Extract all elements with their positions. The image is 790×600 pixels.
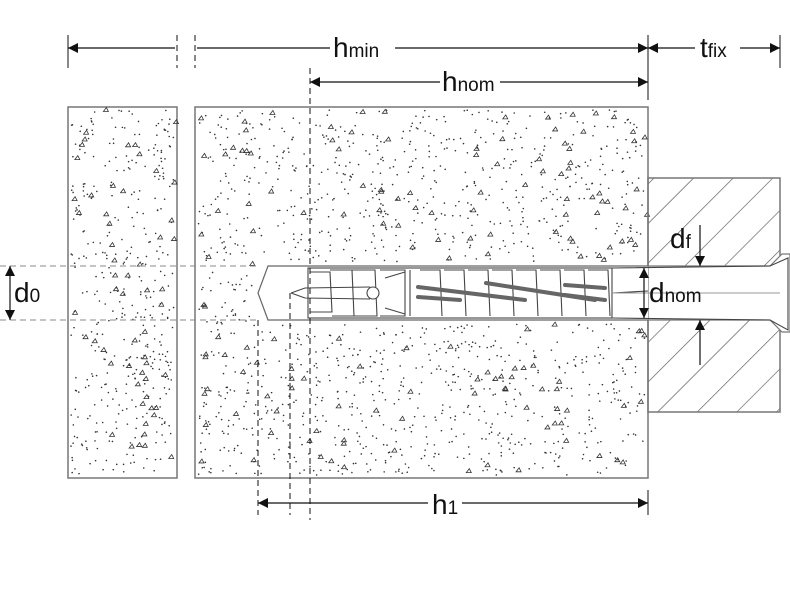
label-d-f: df [670, 223, 692, 254]
hammer-anchor [290, 257, 789, 331]
concrete-base-left [67, 106, 180, 479]
label-t-fix: tfix [700, 32, 727, 63]
label-d-0: d0 [14, 277, 40, 308]
reference-lines [176, 35, 311, 520]
label-h-min: hmin [333, 32, 379, 63]
label-h-nom: hnom [442, 66, 495, 97]
label-d-nom: dnom [649, 277, 702, 308]
label-h-1: h1 [432, 489, 458, 520]
